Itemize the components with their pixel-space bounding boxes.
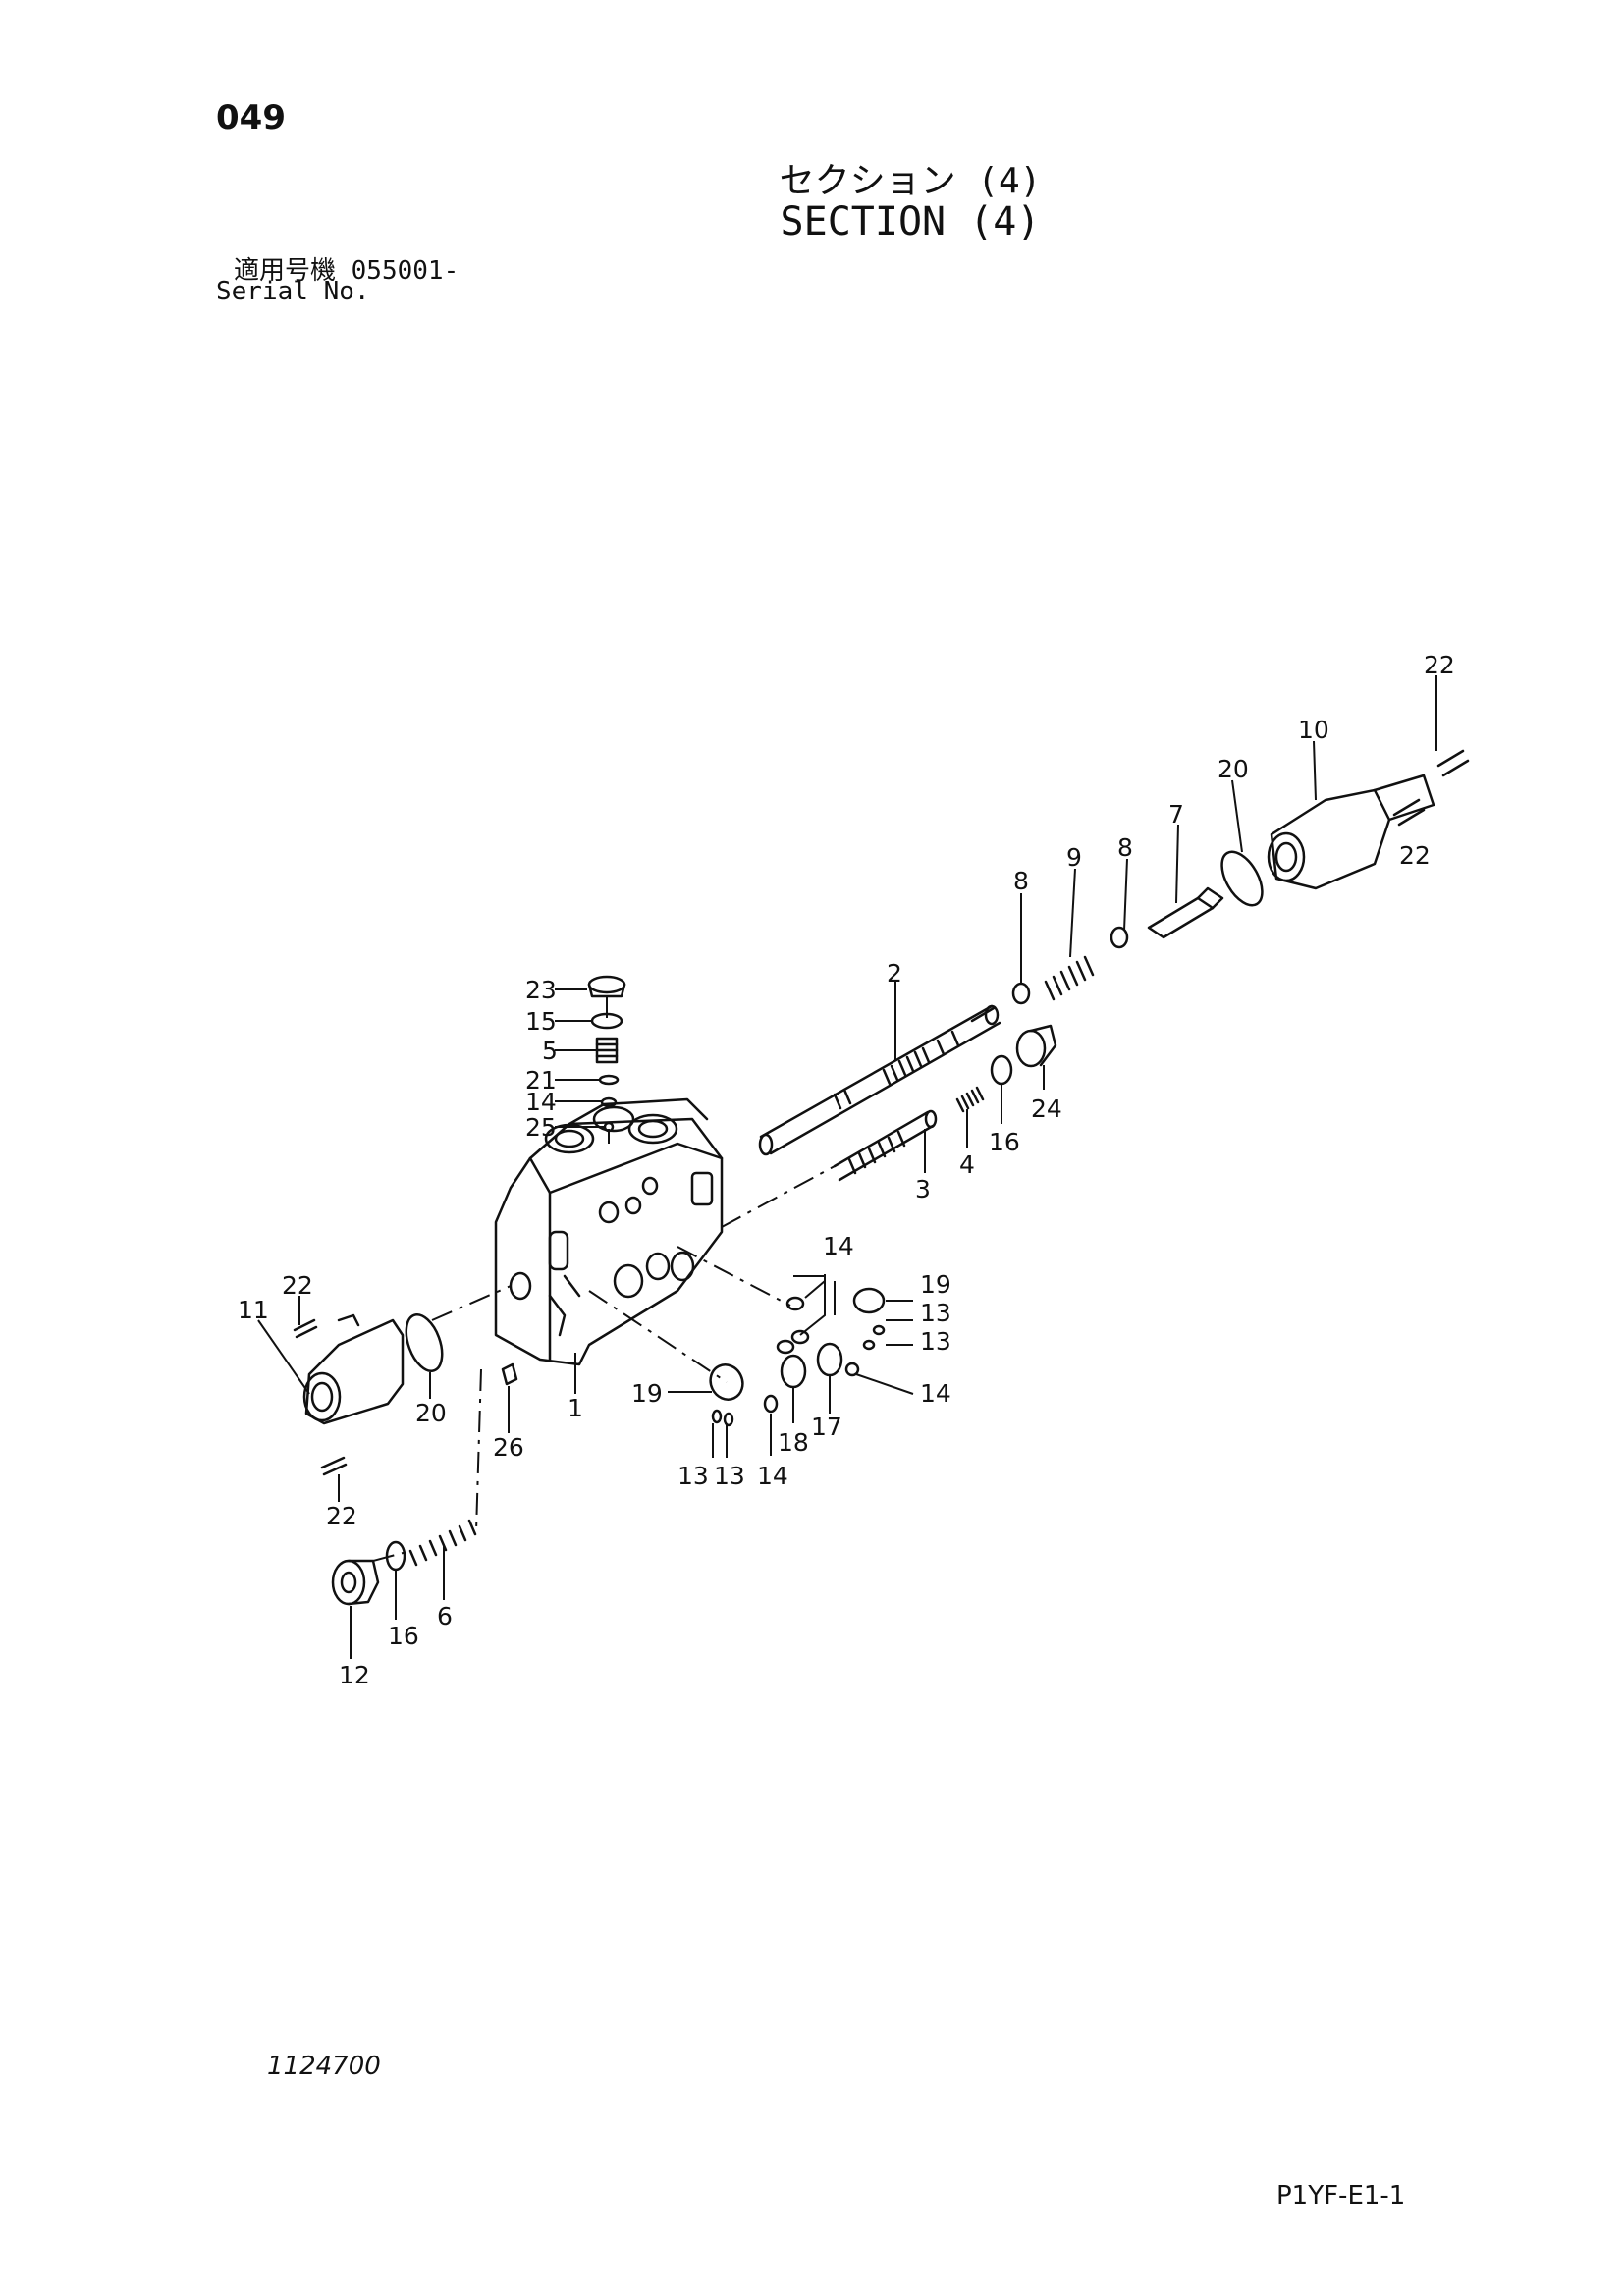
ring-part-21 <box>598 1074 620 1086</box>
serial-label-english: Serial No. <box>216 277 370 306</box>
plug-part-5 <box>595 1037 619 1064</box>
alignment-lines <box>372 996 836 1562</box>
callout-4: 4 <box>959 1150 975 1179</box>
callout-15: 15 <box>525 1007 557 1036</box>
callout-10: 10 <box>1298 716 1329 744</box>
plug-part-12 <box>331 1559 380 1606</box>
callout-5: 5 <box>542 1037 558 1065</box>
callout-labels: 22 10 20 7 8 9 8 22 2 3 4 16 24 23 15 5 … <box>238 651 1455 1689</box>
serial-label-japanese: 適用号機 055001- <box>234 256 460 286</box>
leader-lines <box>257 675 1437 1659</box>
callout-22: 22 <box>1424 651 1455 679</box>
cover-part-11 <box>293 1313 405 1476</box>
callout-23: 23 <box>525 976 557 1004</box>
callout-13: 13 <box>677 1462 709 1490</box>
callout-13: 13 <box>920 1327 951 1356</box>
spring-part-4 <box>955 1086 985 1113</box>
valve-body-part-1 <box>494 1097 724 1366</box>
callout-26: 26 <box>493 1433 524 1462</box>
callout-7: 7 <box>1168 800 1184 828</box>
callout-22: 22 <box>1399 841 1431 870</box>
cover-part-10 <box>1267 749 1470 890</box>
spool-part-2 <box>758 1004 1001 1156</box>
callout-25: 25 <box>525 1113 557 1142</box>
callout-8: 8 <box>1117 833 1133 862</box>
callout-22: 22 <box>326 1502 357 1530</box>
callout-12: 12 <box>339 1661 370 1689</box>
ring-part-16-bottom <box>385 1540 406 1572</box>
callout-13: 13 <box>714 1462 745 1490</box>
ring-part-20-left <box>405 1313 444 1372</box>
piston-part-7 <box>1147 886 1224 939</box>
callout-14: 14 <box>525 1088 557 1116</box>
section-title-english: SECTION (4) <box>780 199 1041 244</box>
callout-22: 22 <box>282 1271 313 1300</box>
ring-part-20-upper <box>1220 850 1264 907</box>
plug-part-24 <box>990 1024 1057 1086</box>
callout-6: 6 <box>437 1602 453 1630</box>
spring-part-6 <box>408 1519 477 1567</box>
plug-part-26 <box>501 1362 518 1386</box>
drawing-number: 1124700 <box>267 2052 381 2081</box>
callout-14: 14 <box>757 1462 788 1490</box>
callout-16: 16 <box>989 1128 1020 1156</box>
callout-3: 3 <box>915 1175 931 1203</box>
callout-20: 20 <box>1218 755 1249 783</box>
callout-8: 8 <box>1013 867 1029 895</box>
callout-20: 20 <box>415 1399 447 1427</box>
callout-21: 21 <box>525 1066 557 1095</box>
page-number: 049 <box>216 98 286 137</box>
callout-14: 14 <box>823 1232 854 1260</box>
callout-9: 9 <box>1066 843 1082 872</box>
callout-1: 1 <box>568 1394 583 1422</box>
spool-part-3 <box>833 1109 938 1182</box>
callout-2: 2 <box>887 959 902 988</box>
section-title-japanese: セクション (4) <box>779 161 1042 201</box>
callout-18: 18 <box>778 1428 809 1457</box>
page-code: P1YF-E1-1 <box>1276 2181 1406 2211</box>
callout-16: 16 <box>388 1622 419 1650</box>
spring-part-9 <box>1011 926 1129 1005</box>
plug-part-23 <box>587 975 626 998</box>
callout-19: 19 <box>920 1270 951 1299</box>
callout-13: 13 <box>920 1299 951 1327</box>
callout-14: 14 <box>920 1379 951 1408</box>
ring-part-14-top <box>600 1096 618 1108</box>
callout-11: 11 <box>238 1296 269 1324</box>
callout-24: 24 <box>1031 1095 1062 1123</box>
callout-19: 19 <box>631 1379 663 1408</box>
callout-17: 17 <box>811 1413 842 1441</box>
parts-drawing <box>293 749 1470 1606</box>
